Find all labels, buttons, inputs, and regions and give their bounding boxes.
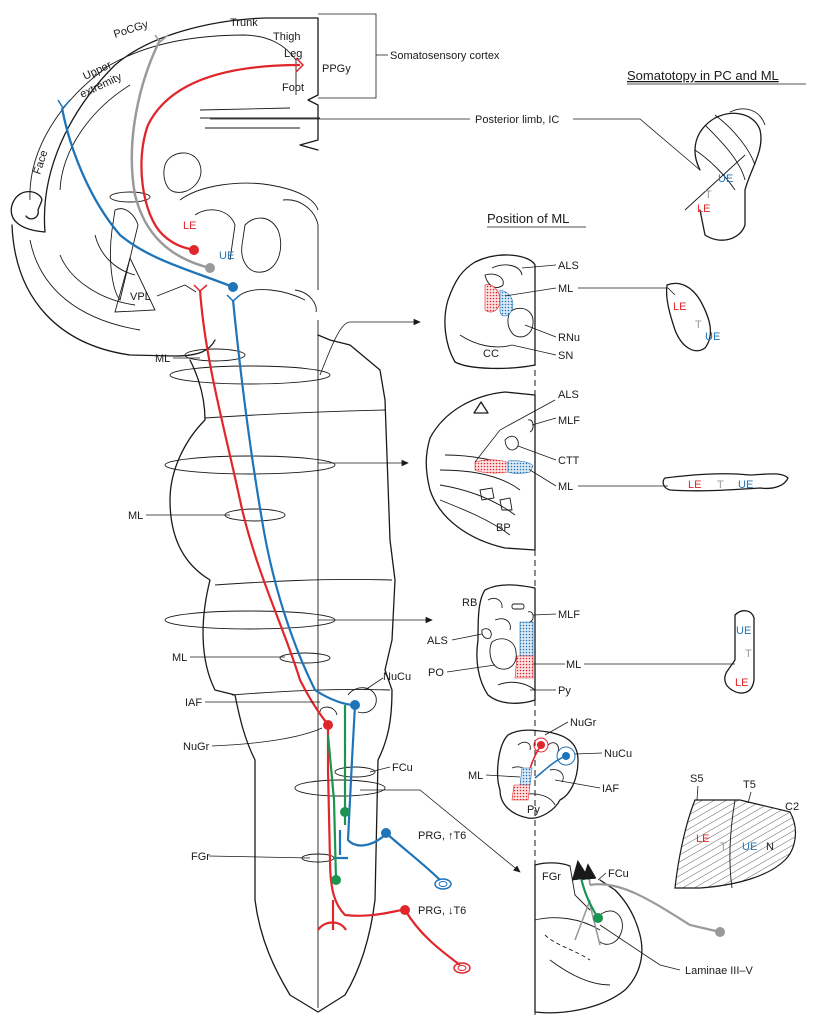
face-pathway-gray [130, 39, 211, 270]
iaf-section-label: IAF [602, 783, 619, 795]
upper-extremity-pathway-blue [60, 107, 234, 289]
ml-caudal-label: ML [468, 770, 483, 782]
iaf-label: IAF [185, 697, 202, 709]
inset3-t-label: T [745, 648, 752, 660]
als-medulla-label: ALS [427, 635, 448, 647]
lower-extremity-pathway-red [140, 63, 301, 252]
cortex-bracket [318, 13, 388, 99]
ml-pons-label: ML [558, 481, 573, 493]
als-midbrain-label: ALS [558, 260, 579, 272]
pocgy-label: PoCGy [112, 18, 150, 41]
derm-t-label: T [720, 841, 727, 853]
rb-label: RB [462, 597, 477, 609]
rnu-label: RNu [558, 332, 580, 344]
face-pathway-neuron-soma [205, 263, 215, 273]
ue-thalamus-label: UE [219, 250, 234, 262]
pons-ml-inset [662, 473, 789, 492]
leg-label: Leg [284, 48, 302, 60]
derm-ue-label: UE [742, 841, 757, 853]
ml-label-1: ML [155, 353, 170, 365]
trunk-label: Trunk [230, 17, 258, 29]
position-ml-title: Position of ML [487, 211, 569, 226]
lower-extremity-thalamic-neuron [189, 245, 199, 255]
bp-label: BP [496, 522, 511, 534]
midbrain-section [444, 254, 536, 370]
upper-receptor-ending [434, 878, 452, 890]
vpl-label: VPL [130, 291, 151, 303]
inset1-ue-label: UE [705, 331, 720, 343]
po-label: PO [428, 667, 444, 679]
prg-lower-label: PRG, ↓T6 [418, 905, 466, 917]
inset1-t-label: T [695, 319, 702, 331]
dorsal-column-dermatome-inset [674, 799, 797, 889]
py-caudal-label: Py [527, 804, 540, 816]
upper-extremity-thalamic-neuron [228, 282, 238, 292]
inset2-ue-label: UE [738, 479, 753, 491]
ic-le-label: LE [697, 203, 710, 215]
fgr-label: FGr [191, 851, 210, 863]
py-medulla-label: Py [558, 685, 571, 697]
somatotopy-title: Somatotopy in PC and ML [627, 68, 779, 83]
ic-ue-label: UE [718, 173, 733, 185]
cerebral-hemisphere-outline [10, 17, 320, 357]
prg-upper-label: PRG, ↑T6 [418, 830, 466, 842]
mlf-pons-label: MLF [558, 415, 580, 427]
midbrain-ml-inset [665, 282, 712, 352]
sn-label: SN [558, 350, 573, 362]
ml-label-3: ML [172, 652, 187, 664]
ml-label-2: ML [128, 510, 143, 522]
t5-label: T5 [743, 779, 756, 791]
inset3-le-label: LE [735, 677, 748, 689]
nugr-label: NuGr [183, 741, 210, 753]
fcu-label: FCu [392, 762, 413, 774]
nugr-section-label: NuGr [570, 717, 597, 729]
face-label: Face [31, 149, 50, 176]
foot-label: Foot [282, 82, 304, 94]
c2-label: C2 [785, 801, 799, 813]
caudal-medulla-section [497, 729, 579, 819]
laminae-label: Laminae III–V [685, 965, 754, 977]
derm-n-label: N [766, 841, 774, 853]
spinal-cord-section [534, 862, 643, 1014]
nucu-section-label: NuCu [604, 748, 632, 760]
posterior-limb-ic-label: Posterior limb, IC [475, 114, 559, 126]
ic-t-label: T [705, 189, 712, 201]
ml-midbrain-label: ML [558, 283, 573, 295]
brainstem-spinal-cord-outline [169, 320, 396, 1013]
pons-section [425, 391, 536, 551]
medulla-ml-inset [724, 610, 755, 694]
cc-label: CC [483, 348, 499, 360]
inset2-le-label: LE [688, 479, 701, 491]
s5-label: S5 [690, 773, 703, 785]
ppgy-label: PPGy [322, 63, 351, 75]
inset2-t-label: T [717, 479, 724, 491]
fcu-section-label: FCu [608, 868, 629, 880]
inset3-ue-label: UE [736, 625, 751, 637]
derm-le-label: LE [696, 833, 709, 845]
le-thalamus-label: LE [183, 220, 196, 232]
als-pons-label: ALS [558, 389, 579, 401]
somatosensory-cortex-label: Somatosensory cortex [390, 50, 500, 62]
inset1-le-label: LE [673, 301, 686, 313]
fgr-section-label: FGr [542, 871, 561, 883]
thigh-label: Thigh [273, 31, 301, 43]
ml-medulla-label: ML [566, 659, 581, 671]
ctt-label: CTT [558, 455, 580, 467]
internal-capsule-somatotopy [684, 108, 766, 241]
mlf-medulla-label: MLF [558, 609, 580, 621]
lower-receptor-ending [453, 962, 471, 974]
nucu-label: NuCu [383, 671, 411, 683]
rostral-medulla-section [476, 584, 536, 704]
